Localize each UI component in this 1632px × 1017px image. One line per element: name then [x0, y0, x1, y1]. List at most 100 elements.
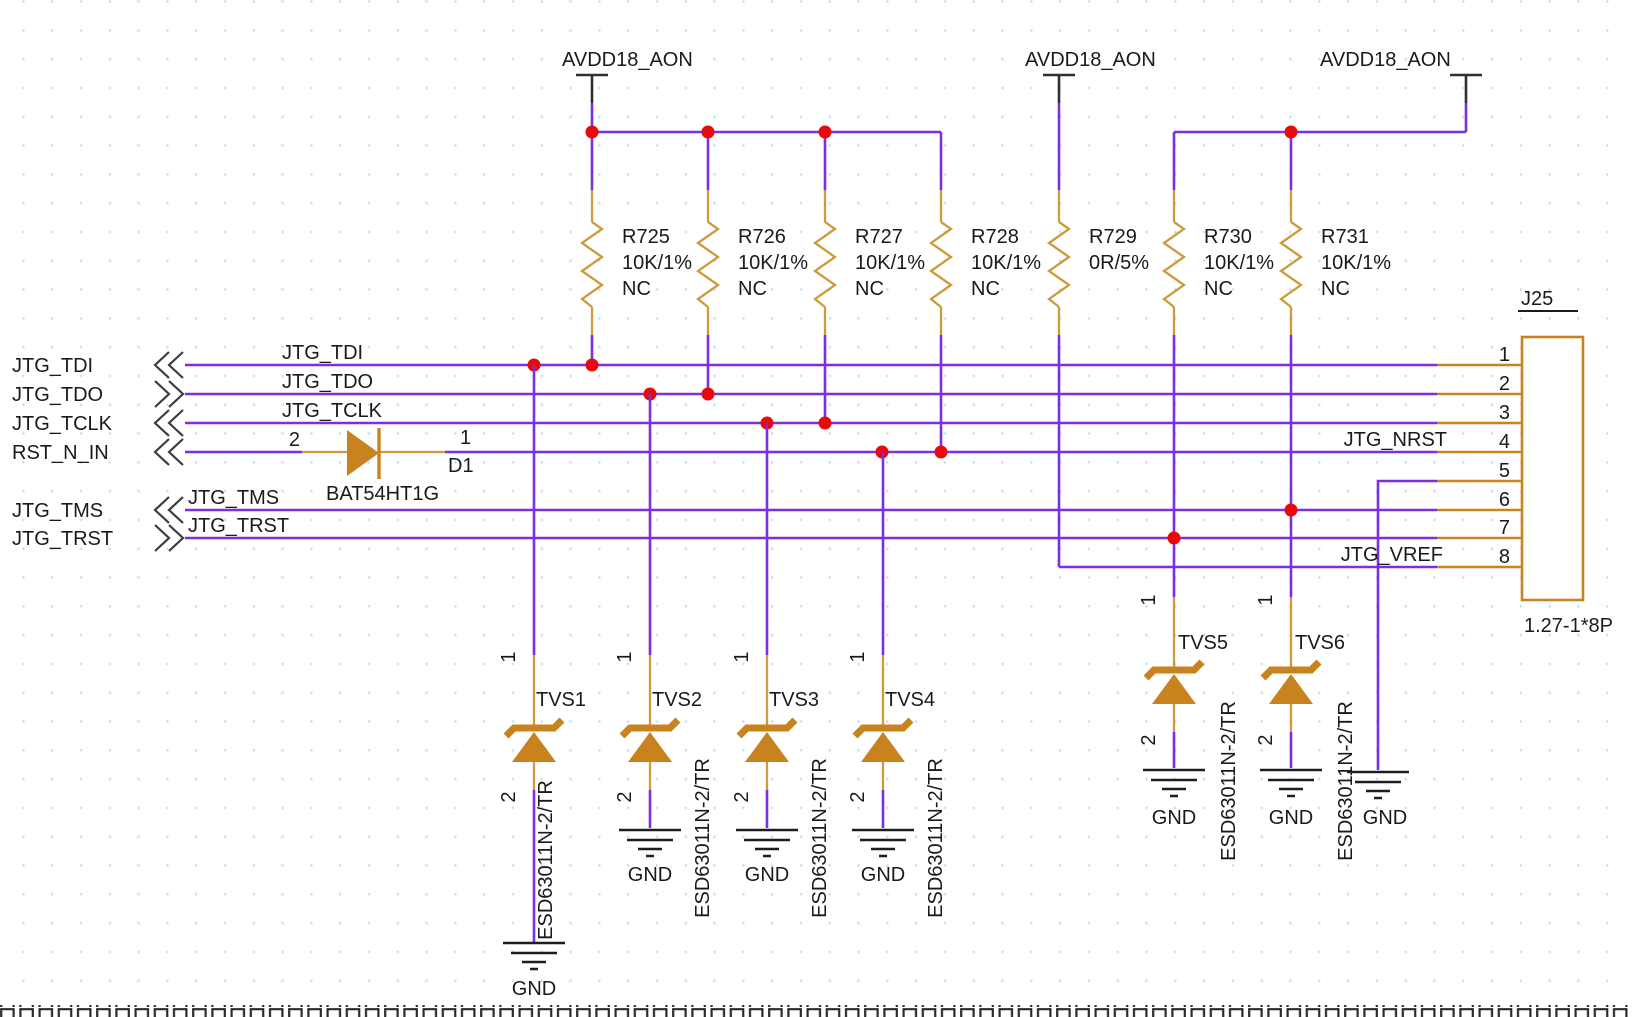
- tvs-part: ESD63011N-2/TR: [925, 758, 947, 918]
- gnd-symbol-icon[interactable]: [1141, 768, 1207, 798]
- tvs-symbol[interactable]: [1146, 597, 1202, 732]
- resistor-note: NC: [855, 278, 884, 300]
- tvs-pin-number: 2: [1255, 734, 1277, 745]
- resistor-symbol[interactable]: [1279, 188, 1303, 337]
- junction-dot: [818, 416, 832, 430]
- port-jtg-tms[interactable]: JTG_TMS: [12, 495, 185, 525]
- diode-pin-number: 1: [460, 427, 471, 449]
- port-jtg-trst[interactable]: JTG_TRST: [12, 523, 185, 553]
- connector-pin-number: 6: [1499, 489, 1510, 511]
- tvs-pin-number: 1: [498, 651, 520, 662]
- tvs-pin-number: 2: [1138, 734, 1160, 745]
- port-label: JTG_TCLK: [12, 413, 113, 435]
- connector-body[interactable]: [1520, 335, 1585, 602]
- resistor-ref: R730: [1204, 226, 1252, 248]
- resistor-R729: R729 0R/5%: [1047, 188, 1149, 567]
- port-jtg-tdi[interactable]: JTG_TDI: [12, 350, 185, 380]
- tvs-diode-TVS2: 1 2 TVS2 ESD63011N-2/TR GND: [614, 394, 714, 918]
- gnd-symbol-icon[interactable]: [501, 941, 567, 971]
- wire-net-pin5-gnd[interactable]: [1376, 479, 1437, 770]
- connector-pin-number: 8: [1499, 546, 1510, 568]
- resistor-note: NC: [1204, 278, 1233, 300]
- gnd-label: GND: [861, 864, 905, 886]
- sheet-border-bottom: [0, 1005, 1632, 1017]
- resistor-symbol[interactable]: [1047, 188, 1071, 337]
- resistor-note: NC: [738, 278, 767, 300]
- diode-D1: 2 1 D1 BAT54HT1G: [289, 427, 474, 505]
- tvs-pin-number: 2: [731, 791, 753, 802]
- tvs-diode-TVS3: 1 2 TVS3 ESD63011N-2/TR GND: [731, 423, 831, 918]
- tvs-symbol[interactable]: [622, 655, 678, 790]
- junction-dot: [1284, 503, 1298, 517]
- tvs-ref: TVS5: [1178, 632, 1228, 654]
- net-label-jtg-tms: JTG_TMS: [188, 487, 279, 509]
- port-chevron-in-icon: [153, 437, 185, 467]
- tvs-symbol[interactable]: [506, 655, 562, 790]
- resistor-symbol[interactable]: [929, 188, 953, 337]
- resistor-R726: R726 10K/1% NC: [696, 188, 808, 394]
- resistor-R731: R731 10K/1% NC: [1279, 188, 1391, 597]
- port-label: JTG_TRST: [12, 528, 113, 550]
- power-bar-icon[interactable]: [1448, 73, 1484, 105]
- resistor-note: NC: [1321, 278, 1350, 300]
- port-jtg-tdo[interactable]: JTG_TDO: [12, 379, 185, 409]
- resistor-value: 10K/1%: [971, 252, 1041, 274]
- port-rst-n-in[interactable]: RST_N_IN: [12, 437, 185, 467]
- port-label: JTG_TDI: [12, 355, 93, 377]
- port-label: JTG_TMS: [12, 500, 103, 522]
- power-rail-avdd18-1: AVDD18_AON: [562, 49, 693, 190]
- gnd-label: GND: [1269, 807, 1313, 829]
- connector-pin-number: 2: [1499, 373, 1510, 395]
- power-bar-icon[interactable]: [574, 73, 610, 105]
- connector-part: 1.27-1*8P: [1524, 615, 1613, 637]
- resistor-ref: R731: [1321, 226, 1369, 248]
- net-label-jtg-vref: JTG_VREF: [1341, 544, 1443, 566]
- tvs-diode-TVS5: 1 2 TVS5 ESD63011N-2/TR GND: [1138, 594, 1240, 861]
- resistor-ref: R726: [738, 226, 786, 248]
- tvs-symbol[interactable]: [739, 655, 795, 790]
- gnd-symbol-icon[interactable]: [734, 828, 800, 858]
- resistor-note: NC: [622, 278, 651, 300]
- tvs-part: ESD63011N-2/TR: [692, 758, 714, 918]
- gnd-label: GND: [745, 864, 789, 886]
- resistor-symbol[interactable]: [1162, 188, 1186, 337]
- resistor-symbol[interactable]: [580, 188, 604, 337]
- resistor-symbol[interactable]: [813, 188, 837, 337]
- resistor-ref: R725: [622, 226, 670, 248]
- tvs-diode-TVS1: 1 2 TVS1 ESD63011N-2/TR GND: [498, 365, 586, 1000]
- junction-dot: [585, 358, 599, 372]
- gnd-label: GND: [1363, 807, 1407, 829]
- connector-pin-number: 4: [1499, 431, 1510, 453]
- tvs-symbol[interactable]: [855, 655, 911, 790]
- port-chevron-out-icon: [153, 379, 185, 409]
- tvs-pin-number: 1: [731, 651, 753, 662]
- resistor-R730: R730 10K/1% NC: [1162, 188, 1274, 597]
- connector-pin-number: 7: [1499, 517, 1510, 539]
- resistor-value: 0R/5%: [1089, 252, 1149, 274]
- tvs-ref: TVS3: [769, 689, 819, 711]
- connector-pin-number: 3: [1499, 402, 1510, 424]
- diode-triangle[interactable]: [347, 430, 379, 476]
- tvs-diode-TVS6: 1 2 TVS6 ESD63011N-2/TR GND: [1255, 594, 1357, 861]
- tvs-diode-TVS4: 1 2 TVS4 ESD63011N-2/TR GND: [847, 452, 947, 918]
- diode-ref: D1: [448, 455, 474, 477]
- power-rail-avdd18-2: AVDD18_AON: [1025, 49, 1156, 190]
- gnd-label: GND: [1152, 807, 1196, 829]
- resistor-note: NC: [971, 278, 1000, 300]
- junction-dot: [585, 125, 599, 139]
- port-chevron-in-icon: [153, 408, 185, 438]
- gnd-symbol-icon[interactable]: [1258, 768, 1324, 798]
- net-label-jtg-tdo: JTG_TDO: [282, 371, 373, 393]
- gnd-symbol-icon[interactable]: [617, 828, 683, 858]
- tvs-pin-number: 1: [1138, 594, 1160, 605]
- port-jtg-tclk[interactable]: JTG_TCLK: [12, 408, 185, 438]
- power-bar-icon[interactable]: [1041, 73, 1077, 105]
- junction-dot: [701, 125, 715, 139]
- resistor-ref: R729: [1089, 226, 1137, 248]
- tvs-symbol[interactable]: [1263, 597, 1319, 732]
- resistor-symbol[interactable]: [696, 188, 720, 337]
- gnd-symbol-icon[interactable]: [850, 828, 916, 858]
- port-chevron-in-icon: [153, 350, 185, 380]
- junction-dots: [527, 125, 1298, 545]
